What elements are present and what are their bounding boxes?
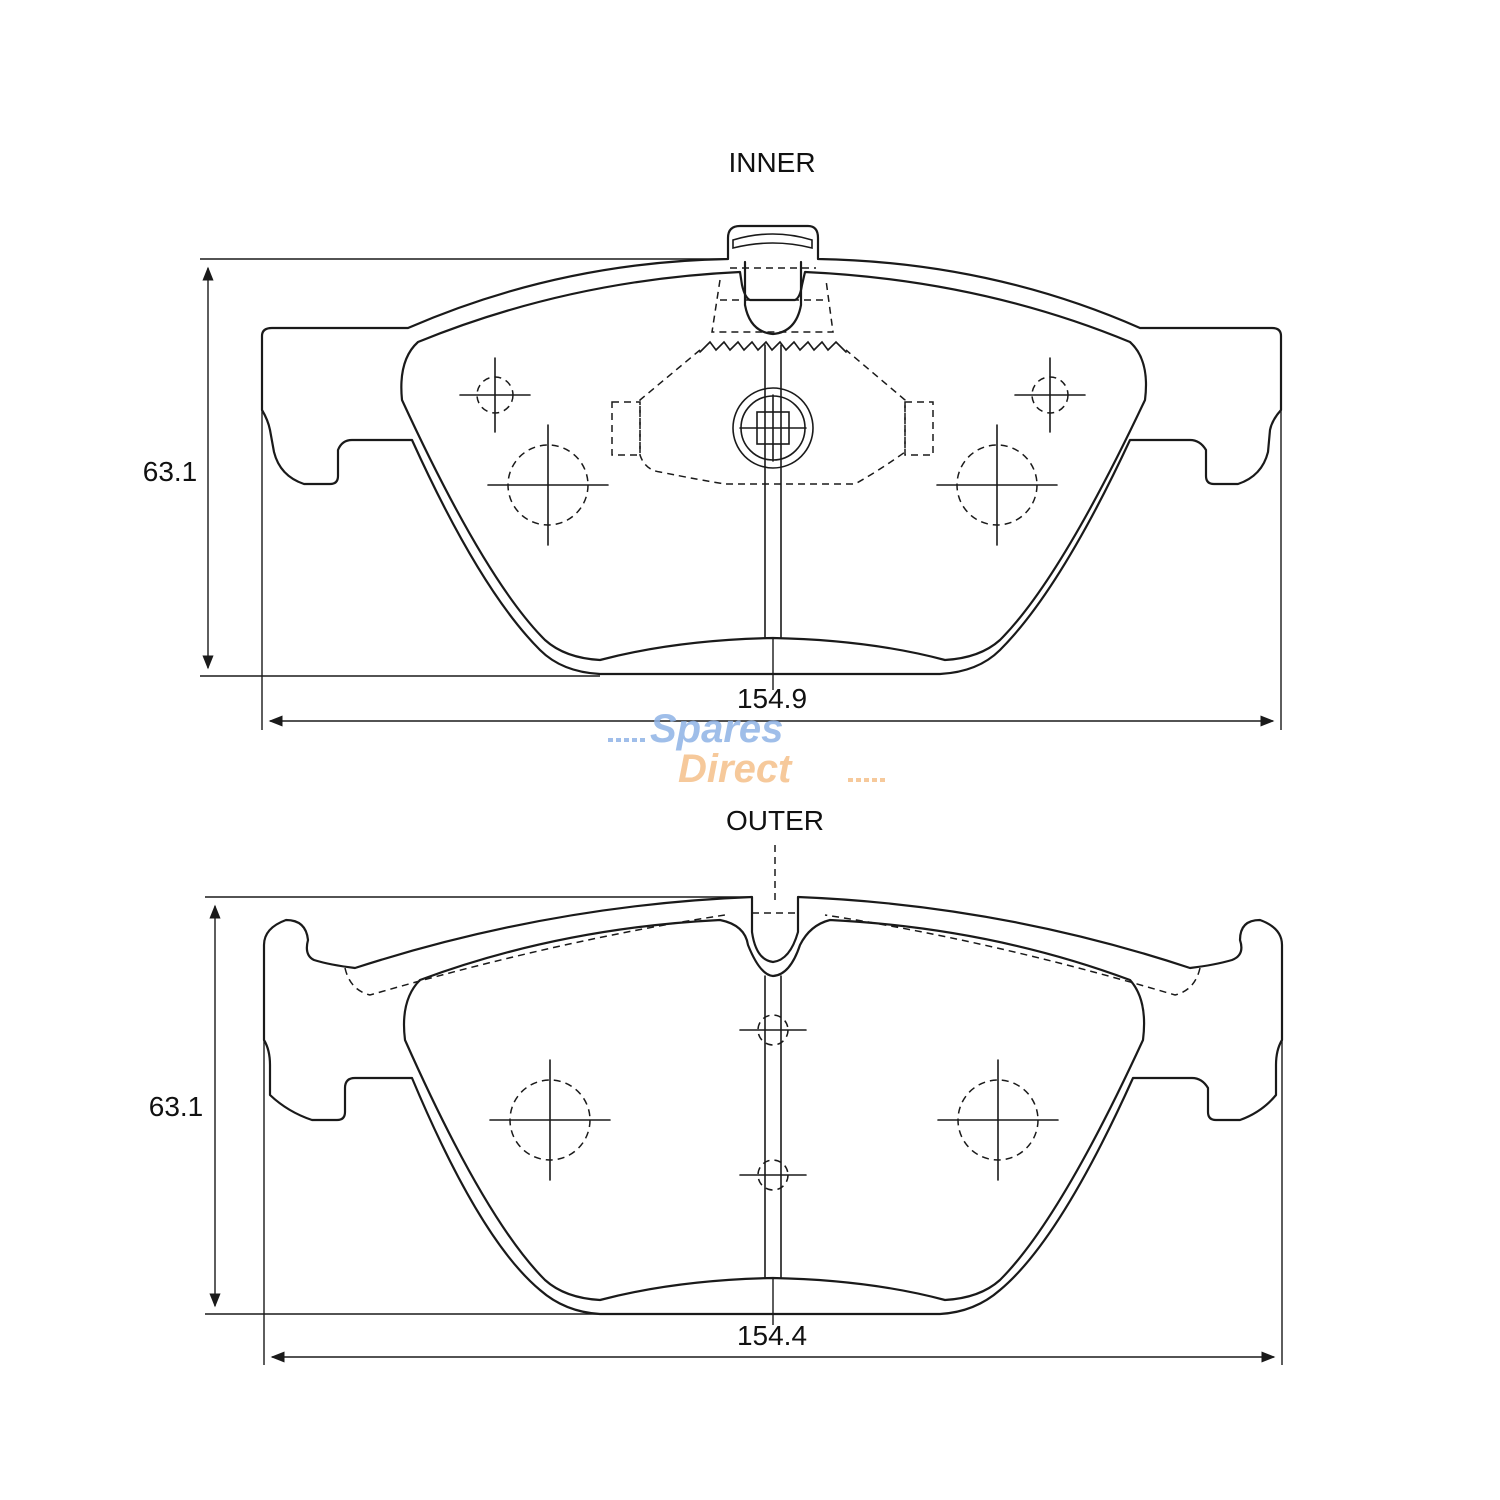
inner-backing-plate [260, 224, 1283, 676]
outer-width-dimension: 154.4 [263, 1040, 1283, 1365]
inner-small-hole-left [459, 357, 531, 433]
outer-height-dimension: 63.1 [149, 896, 752, 1315]
inner-large-hole-left [487, 424, 609, 546]
inner-label: INNER [728, 147, 815, 178]
outer-label: OUTER [726, 805, 824, 836]
inner-width-dimension: 154.9 [261, 410, 1282, 730]
outer-center-groove [764, 975, 782, 1279]
inner-width-label: 154.9 [737, 683, 807, 714]
inner-clip-tab [732, 233, 813, 250]
watermark-line2: Direct [678, 747, 793, 791]
outer-dashed-contour [344, 912, 1201, 996]
inner-height-dimension: 63.1 [143, 258, 728, 677]
outer-large-hole-right [937, 1059, 1059, 1181]
outer-width-label: 154.4 [737, 1320, 807, 1351]
outer-pad-drawing: OUTER [149, 805, 1284, 1365]
inner-center-groove [764, 344, 782, 639]
inner-small-hole-right [1014, 357, 1086, 433]
inner-height-label: 63.1 [143, 456, 198, 487]
outer-friction-material [402, 918, 1146, 1302]
outer-small-hole-bottom [739, 1159, 807, 1191]
watermark-line1: Spares [650, 707, 783, 751]
inner-clip-dashed [711, 267, 834, 333]
inner-clip-zigzag [699, 340, 847, 353]
inner-pad-drawing: INNER [143, 147, 1283, 730]
outer-backing-plate [262, 895, 1284, 1316]
inner-clip-loop [743, 260, 803, 336]
inner-friction-material [400, 270, 1148, 662]
outer-small-hole-top [739, 1014, 807, 1046]
outer-height-label: 63.1 [149, 1091, 204, 1122]
watermark-logo: Spares Direct [608, 707, 886, 791]
inner-large-hole-right [936, 424, 1058, 546]
inner-spring-right-ear [904, 401, 934, 456]
outer-large-hole-left [489, 1059, 611, 1181]
inner-spring-left-ear [611, 401, 641, 456]
inner-center-sensor [732, 387, 814, 469]
